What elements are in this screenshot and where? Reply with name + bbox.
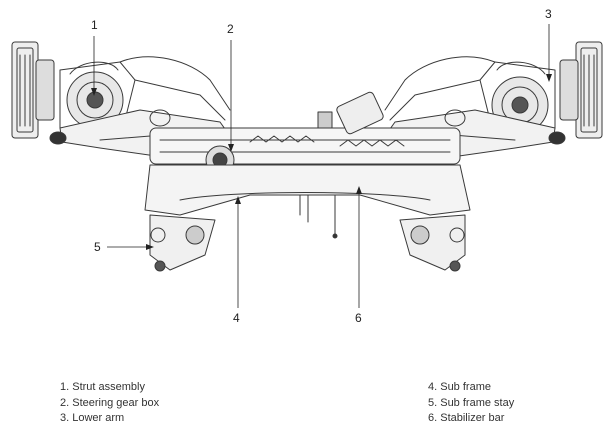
legend-item: 1. Strut assembly (60, 381, 145, 393)
callout-3: 3 (545, 7, 552, 21)
callout-2: 2 (227, 22, 234, 36)
callout-4: 4 (233, 311, 240, 325)
legend-item: 5. Sub frame stay (428, 396, 515, 409)
legend-left: 1. Strut assembly 2. Steering gear box 3… (60, 380, 159, 427)
right-sub-frame-stay (399, 214, 466, 272)
legend-item: 2. Steering gear box (60, 396, 160, 409)
left-sub-frame-stay (149, 214, 216, 272)
suspension-subframe-diagram (11, 24, 603, 308)
legend-right: 4. Sub frame 5. Sub frame stay 6. Stabil… (428, 380, 514, 427)
callout-5: 5 (94, 240, 101, 254)
sub-frame (144, 164, 471, 239)
legend-item: 4. Sub frame (428, 381, 491, 393)
steering-gear-box (149, 91, 461, 175)
callout-1: 1 (91, 18, 98, 32)
callout-6: 6 (355, 311, 362, 325)
right-brake-disc (559, 41, 603, 139)
legend-item: 6. Stabilizer bar (428, 412, 505, 424)
legend-item: 3. Lower arm (60, 412, 125, 424)
left-brake-disc (11, 41, 55, 139)
